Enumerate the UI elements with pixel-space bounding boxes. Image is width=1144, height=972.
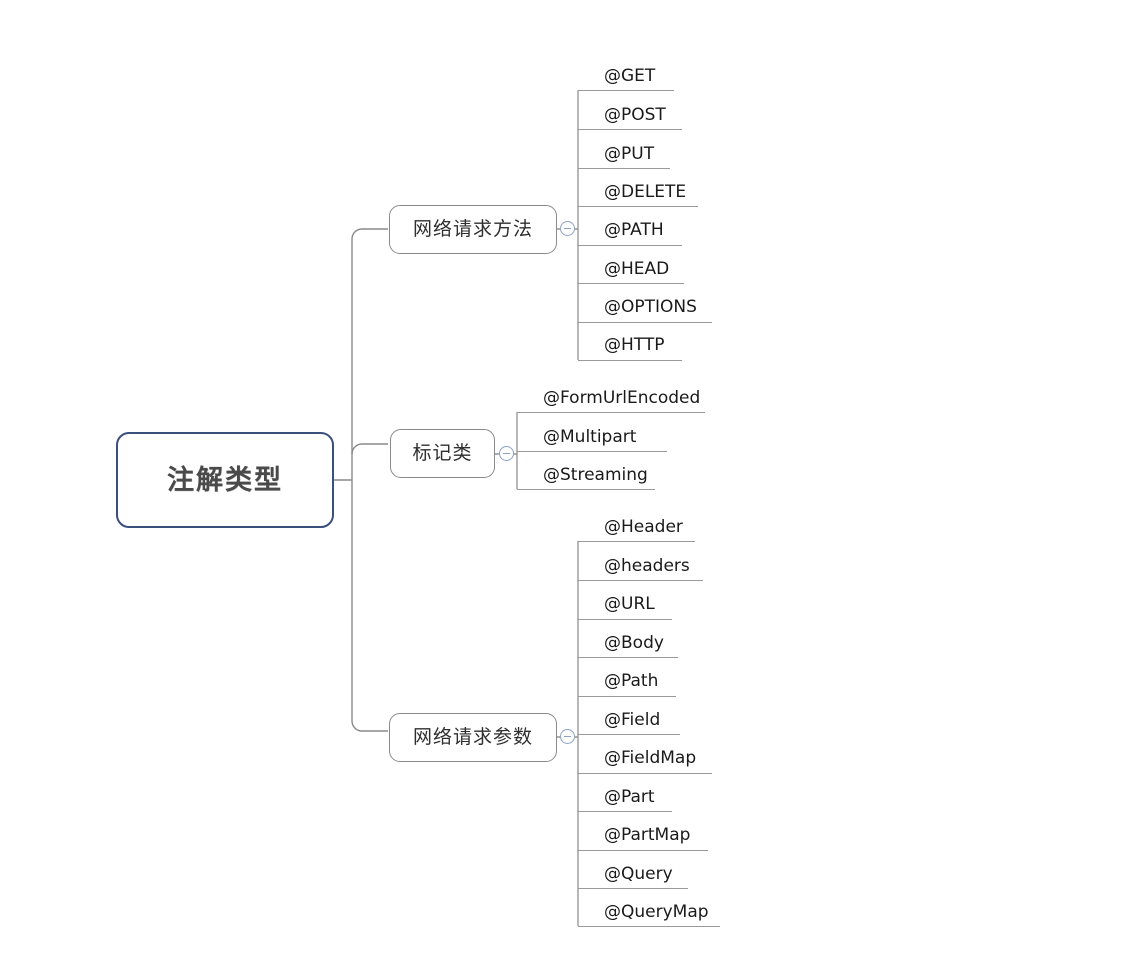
leaf-item[interactable]: @FieldMap xyxy=(604,748,697,768)
branch-label: 网络请求参数 xyxy=(412,726,533,748)
leaf-underline xyxy=(578,811,672,813)
leaf-item[interactable]: @Body xyxy=(604,633,664,653)
leaf-item[interactable]: @Header xyxy=(604,517,683,537)
branch-node-network-request-method[interactable]: 网络请求方法 xyxy=(389,205,557,254)
leaf-underline xyxy=(578,888,688,890)
leaf-underline xyxy=(517,451,667,453)
leaf-item[interactable]: @PartMap xyxy=(604,825,691,845)
root-node[interactable]: 注解类型 xyxy=(116,432,334,528)
leaf-underline xyxy=(578,734,680,736)
leaf-underline xyxy=(578,696,676,698)
leaf-underline xyxy=(578,90,674,92)
leaf-item[interactable]: @GET xyxy=(604,66,656,86)
leaf-item[interactable]: @Field xyxy=(604,710,661,730)
root-spine xyxy=(351,228,388,732)
leaf-item[interactable]: @Query xyxy=(604,864,673,884)
branch-label: 标记类 xyxy=(412,442,473,464)
collapse-minus-icon-branch-2[interactable] xyxy=(499,446,514,461)
leaf-underline xyxy=(578,322,712,324)
leaf-item[interactable]: @QueryMap xyxy=(604,902,709,922)
collapse-minus-icon-branch-3[interactable] xyxy=(560,729,575,744)
leaf-item[interactable]: @FormUrlEncoded xyxy=(543,388,701,408)
leaf-item[interactable]: @HEAD xyxy=(604,259,670,279)
leaf-underline xyxy=(578,580,703,582)
leaf-item[interactable]: @POST xyxy=(604,105,666,125)
leaf-item[interactable]: @Multipart xyxy=(543,427,637,447)
leaf-underline xyxy=(578,773,712,775)
leaf-item[interactable]: @OPTIONS xyxy=(604,297,697,317)
leaf-item[interactable]: @PATH xyxy=(604,220,664,240)
leaf-underline xyxy=(578,360,682,362)
branch-label: 网络请求方法 xyxy=(412,218,533,240)
leaf-underline xyxy=(517,412,705,414)
leaf-item[interactable]: @PUT xyxy=(604,144,655,164)
leaf-item[interactable]: @headers xyxy=(604,556,690,576)
leaf-underline xyxy=(578,168,670,170)
leaf-underline xyxy=(578,245,682,247)
leaf-underline xyxy=(578,541,695,543)
leaf-underline xyxy=(578,926,720,928)
leaf-underline xyxy=(578,283,684,285)
spine-branch-middle xyxy=(351,443,388,455)
leaf-underline xyxy=(578,206,698,208)
branch-node-marker-class[interactable]: 标记类 xyxy=(390,429,495,478)
leaf-item[interactable]: @Path xyxy=(604,671,659,691)
leaf-item[interactable]: @DELETE xyxy=(604,182,687,202)
leaf-underline xyxy=(578,619,672,621)
leaf-item[interactable]: @Streaming xyxy=(543,465,648,485)
branch-node-network-request-params[interactable]: 网络请求参数 xyxy=(389,713,557,762)
leaf-underline xyxy=(578,850,708,852)
leaf-underline xyxy=(578,657,678,659)
collapse-minus-icon-branch-1[interactable] xyxy=(560,221,575,236)
root-label: 注解类型 xyxy=(167,464,283,496)
leaf-item[interactable]: @URL xyxy=(604,594,655,614)
leaf-underline xyxy=(517,489,655,491)
leaf-item[interactable]: @HTTP xyxy=(604,335,665,355)
leaf-underline xyxy=(578,129,682,131)
leaf-item[interactable]: @Part xyxy=(604,787,655,807)
